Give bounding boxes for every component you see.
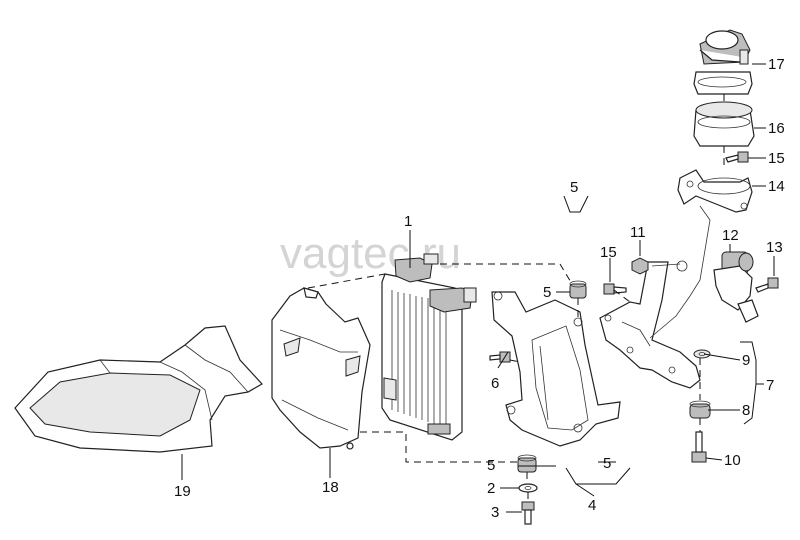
coolant-pump-part: [693, 29, 753, 95]
auxiliary-pump-part: [713, 251, 759, 323]
bolt-part-right: [691, 431, 707, 463]
grommet-part-lower: [517, 454, 537, 473]
callout-13: 13: [766, 239, 783, 256]
pump-screw-part: [755, 277, 779, 293]
callout-15-upper: 15: [768, 150, 785, 167]
callout-4: 4: [588, 497, 596, 514]
callout-9: 9: [742, 352, 750, 369]
bolt-part: [521, 501, 535, 525]
clamp-screw-part: [725, 151, 749, 163]
grommet-part: [569, 280, 587, 299]
callout-8: 8: [742, 402, 750, 419]
callout-5-frame: 5: [570, 179, 578, 196]
leader-lines: [181, 63, 775, 513]
callout-7: 7: [766, 377, 774, 394]
callout-labels: 1 5 6 5 2 3 5 4 5 9 7 8 10 11 15 12 13 1…: [174, 56, 785, 521]
callout-19: 19: [174, 483, 191, 500]
callout-10: 10: [724, 452, 741, 469]
callout-15-lower: 15: [600, 244, 617, 261]
nut-part: [631, 257, 688, 275]
callout-16: 16: [768, 120, 785, 137]
callout-5-frame-lower: 5: [603, 455, 611, 472]
callout-5-top: 5: [543, 284, 551, 301]
assembly-lines: [307, 94, 725, 502]
pump-bracket-part: [599, 205, 711, 389]
air-duct-part: [14, 325, 263, 453]
callout-11: 11: [630, 224, 646, 241]
callout-5-lower: 5: [487, 457, 495, 474]
washer-part: [518, 483, 538, 493]
washer-part-right: [693, 349, 711, 359]
callout-3: 3: [491, 504, 499, 521]
clamp-bracket-part: [677, 169, 753, 213]
callout-6: 6: [491, 375, 499, 392]
radiator-shroud-part: [271, 287, 371, 450]
radiator-part: [381, 253, 477, 441]
callout-14: 14: [768, 178, 785, 195]
callout-2: 2: [487, 480, 495, 497]
callout-17: 17: [768, 56, 785, 73]
callout-12: 12: [722, 227, 739, 244]
callout-18: 18: [322, 479, 339, 496]
pump-ring-part: [693, 101, 755, 147]
grommet-part-right: [689, 400, 711, 419]
callout-1: 1: [404, 213, 412, 230]
mounting-frame-part: [491, 291, 621, 447]
screw-part-lower: [603, 283, 627, 295]
